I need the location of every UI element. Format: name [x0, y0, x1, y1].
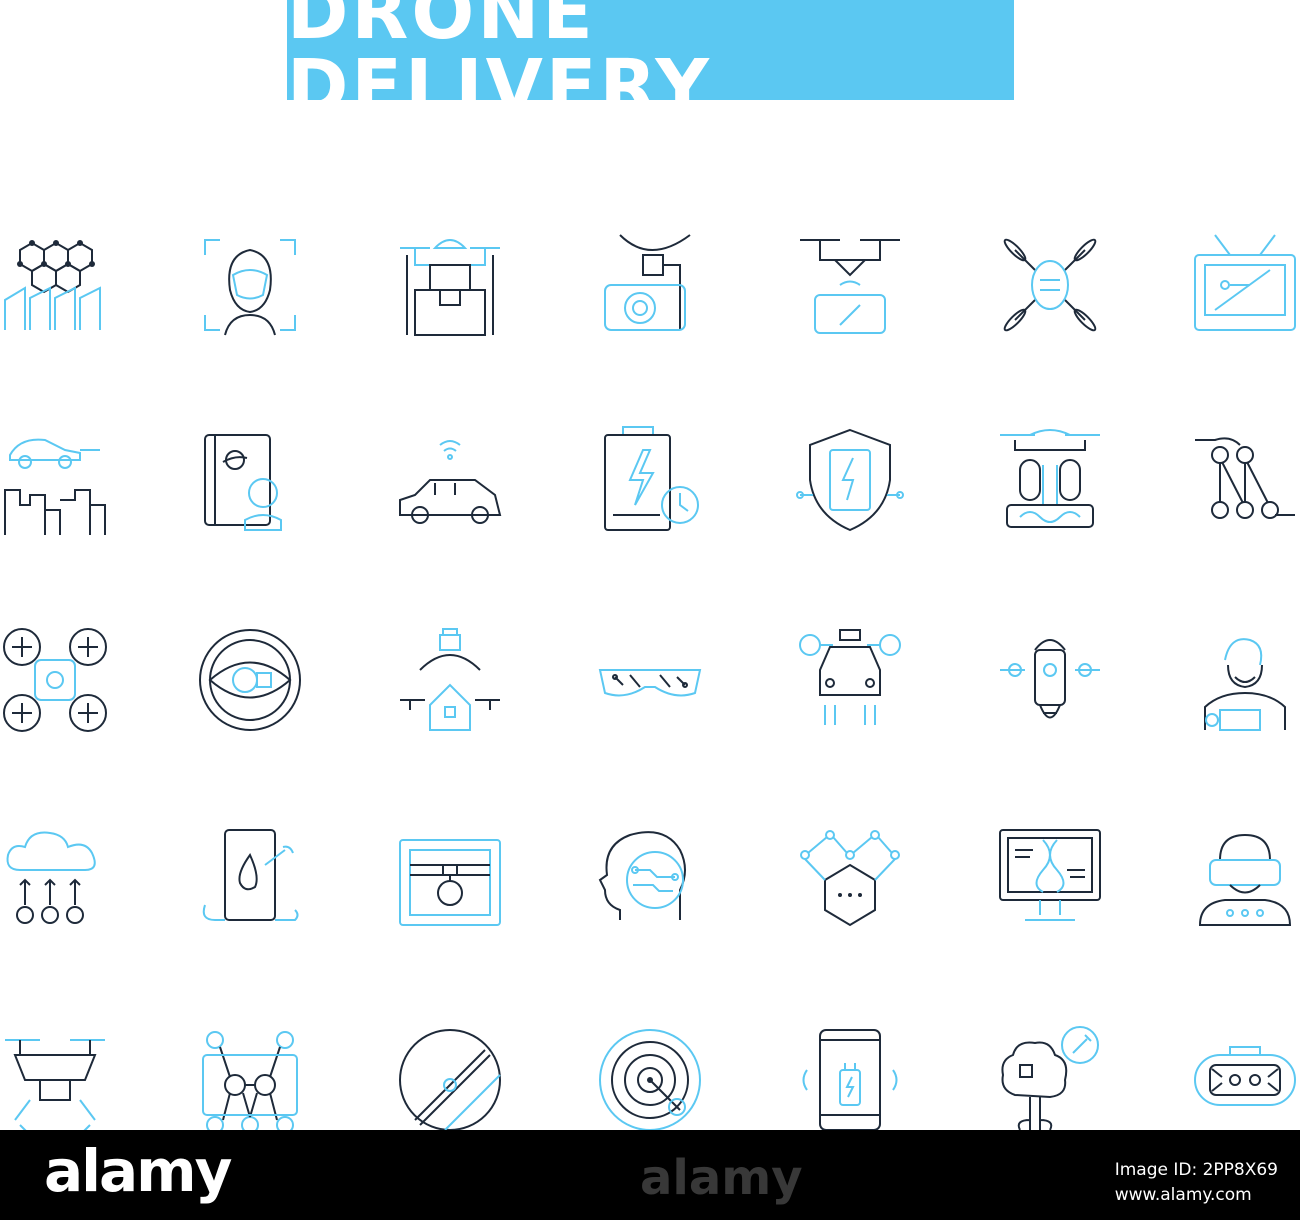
vr-glasses-icon [1190, 1025, 1300, 1135]
astronaut-book-icon [195, 425, 305, 535]
face-scan-icon [195, 230, 305, 340]
watermark-text: alamy [640, 1150, 803, 1206]
battery-clock-icon [595, 425, 705, 535]
image-id: Image ID: 2PP8X69 [1114, 1160, 1278, 1180]
title-banner: DRONE DELIVERY [287, 0, 1014, 124]
robot-drone-icon [995, 625, 1105, 735]
flying-car-city-icon [0, 425, 110, 535]
propeller-icon [395, 1025, 505, 1135]
drone-levitation-icon [995, 425, 1105, 535]
circuit-goggles-icon [595, 625, 705, 735]
hexagon-network-icon [0, 230, 110, 340]
tv-map-icon [1190, 230, 1300, 340]
shield-battery-icon [795, 425, 905, 535]
smart-home-drone-icon [395, 625, 505, 735]
quad-rotor-icon [0, 625, 110, 735]
phone-charging-icon [795, 1025, 905, 1135]
icon-grid [0, 0, 1300, 1130]
eye-target-icon [195, 625, 305, 735]
brand-logo: alamy [44, 1137, 232, 1205]
cloud-upload-icon [0, 825, 110, 935]
footer-bar: alamy alamy Image ID: 2PP8X69 www.alamy.… [0, 1130, 1300, 1220]
robotic-hand-icon [1190, 425, 1300, 535]
tablet-repair-icon [195, 825, 305, 935]
vr-headset-person-icon [1190, 825, 1300, 935]
molecule-network-icon [795, 825, 905, 935]
flying-taxi-icon [795, 625, 905, 735]
drone-landing-icon [0, 1025, 110, 1135]
dna-monitor-icon [995, 825, 1105, 935]
man-laptop-icon [1190, 625, 1300, 735]
ai-head-icon [595, 825, 705, 935]
radar-icon [595, 1025, 705, 1135]
image-info: Image ID: 2PP8X69 www.alamy.com [1115, 1158, 1278, 1207]
drone-package-icon [395, 230, 505, 340]
drone-camera-icon [595, 230, 705, 340]
page-title: DRONE DELIVERY [287, 0, 713, 130]
neural-network-icon [195, 1025, 305, 1135]
3d-printer-icon [395, 825, 505, 935]
connected-car-icon [395, 425, 505, 535]
drone-phone-control-icon [795, 230, 905, 340]
quadcopter-icon [995, 230, 1105, 340]
tree-eco-icon [995, 1025, 1105, 1135]
site-url: www.alamy.com [1114, 1184, 1252, 1205]
